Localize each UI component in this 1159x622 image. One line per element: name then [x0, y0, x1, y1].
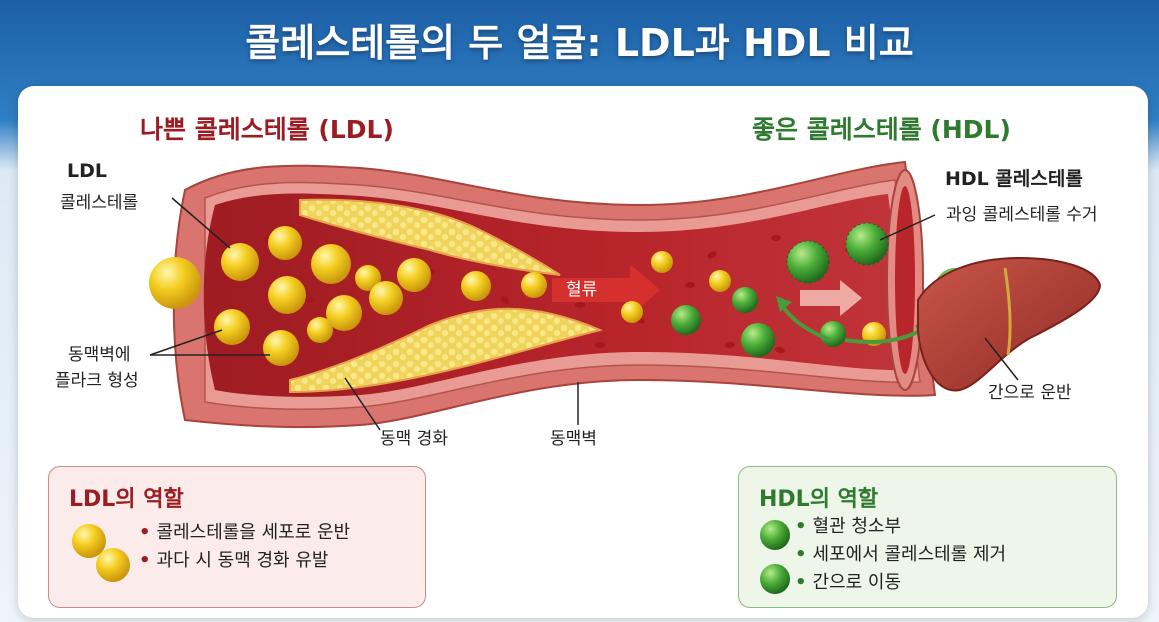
ldl-particle: [221, 243, 259, 281]
ldl-particle: [268, 276, 306, 314]
ldl-role-title: LDL의 역할: [69, 487, 184, 512]
plaque-bottom: [289, 307, 604, 394]
list-item: •콜레스테롤을 세포로 운반: [139, 522, 351, 543]
list-item: •과다 시 동맥 경화 유발: [139, 550, 329, 571]
ldl-particle: [397, 258, 431, 292]
hdl-role-box: HDL의 역할 •혈관 청소부 •세포에서 콜레스테롤 제거 •간으로 이동: [738, 466, 1117, 608]
leader-lines: [149, 197, 1019, 431]
ldl-role-list: •콜레스테롤을 세포로 운반 •과다 시 동맥 경화 유발: [139, 519, 350, 575]
ldl-role-box: LDL의 역할 •콜레스테롤을 세포로 운반 •과다 시 동맥 경화 유발: [48, 466, 426, 608]
ldl-particle: [651, 251, 673, 273]
list-item: •간으로 이동: [795, 572, 902, 593]
hdl-particle: [741, 323, 775, 357]
hdl-particle: [732, 287, 758, 313]
ldl-particle: [621, 301, 643, 323]
ldl-particle: [311, 244, 351, 284]
sclerosis-label: 동맥 경화: [380, 429, 448, 449]
list-item: •혈관 청소부: [795, 516, 902, 537]
hdl-label-title: HDL 콜레스테롤: [945, 168, 1083, 190]
list-item: •세포에서 콜레스테롤 제거: [795, 544, 1007, 565]
blood-flow-label: 혈류: [566, 280, 598, 300]
plaque-top: [299, 198, 561, 276]
hdl-role-list: •혈관 청소부 •세포에서 콜레스테롤 제거 •간으로 이동: [795, 513, 1006, 597]
ldl-particle: [307, 317, 333, 343]
ldl-particle: [461, 271, 491, 301]
hdl-role-icon: [760, 520, 790, 594]
plaque-label-line2: 플라크 형성: [55, 371, 139, 391]
ldl-heading: 나쁜 콜레스테롤 (LDL): [140, 115, 394, 144]
ldl-label-title: LDL: [67, 160, 107, 182]
hdl-particle: [786, 240, 830, 284]
ldl-particle: [521, 272, 547, 298]
plaque-label-line1: 동맥벽에: [68, 345, 131, 365]
hdl-label-sub: 과잉 콜레스테롤 수거: [946, 205, 1098, 225]
flow-arrow-light: [800, 280, 862, 316]
ldl-particle: [268, 226, 302, 260]
ldl-particle: [355, 265, 381, 291]
hdl-particle: [671, 305, 701, 335]
hdl-particle: [820, 321, 846, 347]
ldl-particle: [326, 295, 362, 331]
ldl-particle: [263, 330, 299, 366]
ldl-particle: [149, 257, 201, 309]
page-title: 콜레스테롤의 두 얼굴: LDL과 HDL 비교: [245, 21, 914, 65]
ldl-particle: [709, 270, 731, 292]
hdl-particle: [845, 222, 889, 266]
ldl-label-sub: 콜레스테롤: [60, 193, 139, 213]
hdl-role-title: HDL의 역할: [759, 487, 879, 512]
ldl-particle: [369, 281, 403, 315]
artery-wall-label: 동맥벽: [550, 429, 597, 449]
hdl-heading: 좋은 콜레스테롤 (HDL): [752, 115, 1011, 144]
ldl-particles: [149, 226, 886, 366]
ldl-role-icon: [72, 524, 130, 582]
ldl-particle: [214, 309, 250, 345]
liver-label: 간으로 운반: [988, 383, 1072, 403]
